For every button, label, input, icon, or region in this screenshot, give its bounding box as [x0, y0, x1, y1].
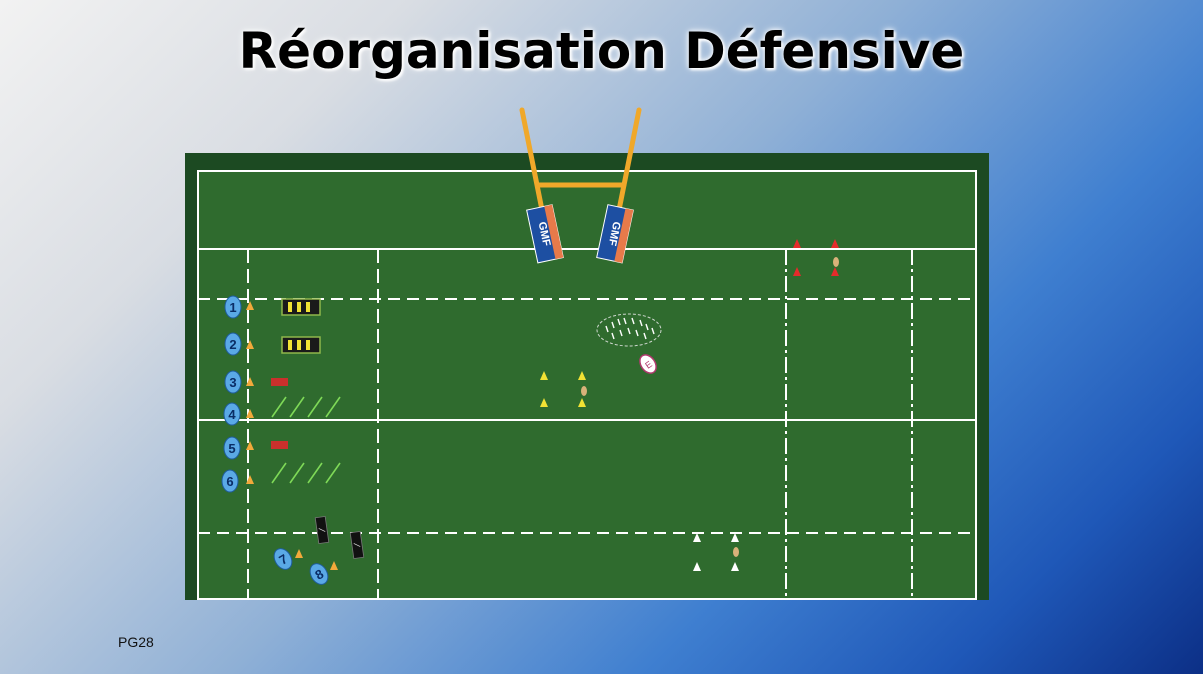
player-4: 4: [223, 402, 241, 426]
post-pad-right: GMF: [596, 204, 634, 264]
player-2-number: 2: [229, 337, 236, 352]
pole-icons-row-1: [271, 396, 341, 418]
svg-text:E: E: [643, 359, 654, 371]
pitch-solid-lines: [197, 170, 977, 600]
red-cone-icons: [793, 239, 839, 276]
player-3-number: 3: [229, 375, 236, 390]
player-5: 5: [223, 436, 241, 460]
player-3: 3: [224, 370, 242, 394]
player-4-number: 4: [228, 407, 236, 422]
page-label: PG28: [118, 634, 154, 650]
player-6-number: 6: [226, 474, 233, 489]
player-1-number: 1: [229, 300, 236, 315]
tackle-shield-icon-1: [314, 515, 330, 545]
agility-ladder-icon-1: [281, 298, 321, 316]
ball-icon-3: [733, 547, 739, 557]
player-6: 6: [221, 469, 239, 493]
player-8: 8: [309, 563, 329, 585]
pitch-vertical-dashdot: [785, 249, 913, 599]
player-7: 7: [273, 548, 293, 570]
pitch-dashed-lines: [198, 298, 976, 534]
goalpost-icon: [519, 107, 642, 223]
tackle-shield-icon-2: [349, 530, 365, 560]
pitch-grass: [197, 171, 976, 599]
player-1: 1: [224, 295, 242, 319]
pitch-vertical-dashes: [247, 249, 379, 599]
tackle-bag-icon-1: [271, 378, 288, 386]
ball-carrier-icon: E: [639, 354, 657, 374]
post-pad-left-label: GMF: [536, 221, 553, 248]
player-5-number: 5: [228, 441, 235, 456]
player-2: 2: [224, 332, 242, 356]
post-pad-left: GMF: [526, 204, 564, 264]
white-cone-icons: [693, 533, 739, 571]
ball-icon-2: [833, 257, 839, 267]
pole-icons-row-2: [271, 462, 341, 484]
post-pad-right-label: GMF: [606, 220, 623, 247]
slide-title: Réorganisation Défensive: [238, 22, 965, 80]
agility-ladder-icon-2: [281, 336, 321, 354]
tackle-bag-icon-2: [271, 441, 288, 449]
ruck-zone-icon: [596, 313, 662, 347]
yellow-cone-icons: [540, 371, 586, 407]
orange-cone-icons: [246, 301, 338, 570]
ball-icon-1: [581, 386, 587, 396]
